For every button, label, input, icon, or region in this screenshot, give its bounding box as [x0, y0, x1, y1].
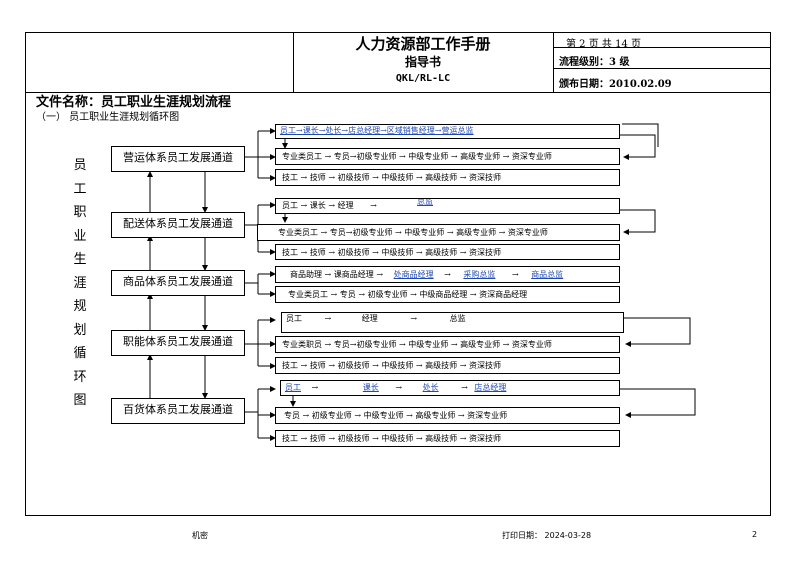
manual-subtitle: 指导书: [404, 55, 441, 69]
channel-merchandise: 商品体系员工发展通道: [111, 270, 245, 296]
path-arrow: →: [444, 270, 451, 279]
path-text: 经理: [361, 314, 378, 323]
path-professional-department-store: 专员 → 初级专业师 → 中级专业师 → 高级专业师 → 资深专业师: [275, 407, 620, 424]
side-label-char: 划: [73, 322, 87, 338]
path-text: 员工 → 课长 → 经理: [282, 201, 354, 210]
path-arrow: →: [395, 383, 403, 392]
page-frame: [25, 32, 771, 516]
path-link[interactable]: 员工: [285, 383, 301, 392]
channel-department-store: 百货体系员工发展通道: [111, 398, 245, 424]
channel-operations: 营运体系员工发展通道: [111, 146, 245, 172]
side-label-char: 规: [73, 299, 87, 314]
manual-title: 人力资源部工作手册: [355, 35, 491, 53]
path-link[interactable]: 采购总监: [463, 270, 496, 279]
header-col-line-2: [553, 32, 554, 92]
path-management-merchandise: 商品助理 → 课商品经理 → 处商品经理 → 采购总监 → 商品总监: [275, 266, 620, 283]
side-label-char: 涯: [73, 275, 87, 291]
path-link[interactable]: 商品总监: [531, 270, 564, 279]
section-heading: （一） 员工职业生涯规划循环图: [36, 112, 180, 123]
path-management-operations: 员工→课长→处长→店总经理→区域销售经理→营运总监: [275, 124, 620, 139]
header-row-line-1: [553, 47, 771, 48]
path-link[interactable]: 处长: [422, 383, 439, 392]
path-technician-operations: 技工 → 技师 → 初级技师 → 中级技师 → 高级技师 → 资深技师: [275, 169, 620, 186]
side-label-char: 循: [73, 346, 87, 361]
page-info: 第 2 页 共 14 页: [566, 39, 641, 50]
path-technician-functional: 技工 → 技师 → 初级技师 → 中级技师 → 高级技师 → 资深技师: [275, 357, 620, 374]
path-professional-distribution: 专业类员工 → 专员→初级专业师 → 中级专业师 → 高级专业师 → 资深专业师: [257, 224, 620, 241]
path-arrow: →: [370, 201, 377, 210]
path-management-department-store: 员工 → 课长 → 处长 → 店总经理: [280, 380, 620, 396]
header-row-line-2: [553, 68, 771, 69]
path-link[interactable]: 课长: [362, 383, 379, 392]
print-date: 打印日期： 2024-03-28: [502, 531, 592, 540]
confidential-label: 机密: [192, 531, 208, 540]
side-label-char: 图: [73, 393, 87, 408]
path-arrow: →: [511, 270, 519, 279]
side-label-char: 生: [73, 252, 87, 267]
channel-functional: 职能体系员工发展通道: [111, 330, 245, 356]
side-label: 员工职业生涯规划循环图: [73, 154, 87, 413]
path-arrow: →: [461, 383, 468, 392]
path-professional-operations: 专业类员工 → 专员→初级专业师 → 中级专业师 → 高级专业师 → 资深专业师: [275, 148, 620, 165]
path-text: 商品助理 → 课商品经理 →: [290, 270, 384, 279]
document-code: QKL/RL-LC: [395, 73, 451, 84]
side-label-char: 职: [73, 205, 87, 220]
path-professional-functional: 专业类职员 → 专员→初级专业师 → 中级专业师 → 高级专业师 → 资深专业师: [275, 336, 620, 353]
page-number: 2: [752, 530, 758, 539]
path-arrow: →: [410, 314, 418, 323]
path-technician-distribution: 技工 → 技师 → 初级技师 → 中级技师 → 高级技师 → 资深技师: [275, 244, 620, 260]
path-management-functional: 员工 → 经理 → 总监: [281, 312, 624, 333]
path-link[interactable]: 店总经理: [474, 383, 507, 392]
path-link[interactable]: 处商品经理: [393, 270, 434, 279]
side-label-char: 环: [73, 369, 87, 385]
path-arrow: →: [324, 314, 332, 323]
side-label-char: 工: [73, 181, 87, 197]
path-text: 总监: [449, 314, 466, 323]
header-col-line-1: [293, 32, 294, 92]
path-link[interactable]: 总监: [417, 198, 433, 206]
path-link[interactable]: 员工→课长→处长→店总经理→区域销售经理→营运总监: [280, 126, 474, 135]
path-management-distribution: 员工 → 课长 → 经理 → 总监: [275, 198, 620, 214]
issue-date: 颁布日期：2010.02.09: [559, 79, 672, 90]
path-arrow: →: [311, 383, 319, 392]
path-professional-merchandise: 专业类员工 → 专员 → 初级专业师 → 中级商品经理 → 资深商品经理: [275, 286, 620, 303]
document-title: 文件名称：员工职业生涯规划流程: [36, 95, 232, 110]
side-label-char: 业: [73, 228, 87, 244]
path-text: 员工: [286, 314, 302, 323]
channel-distribution: 配送体系员工发展通道: [111, 212, 245, 238]
header-divider: [25, 92, 771, 93]
side-label-char: 员: [73, 158, 87, 173]
path-technician-department-store: 技工 → 技师 → 初级技师 → 中级技师 → 高级技师 → 资深技师: [275, 430, 620, 447]
process-level: 流程级别：3 级: [559, 57, 630, 68]
